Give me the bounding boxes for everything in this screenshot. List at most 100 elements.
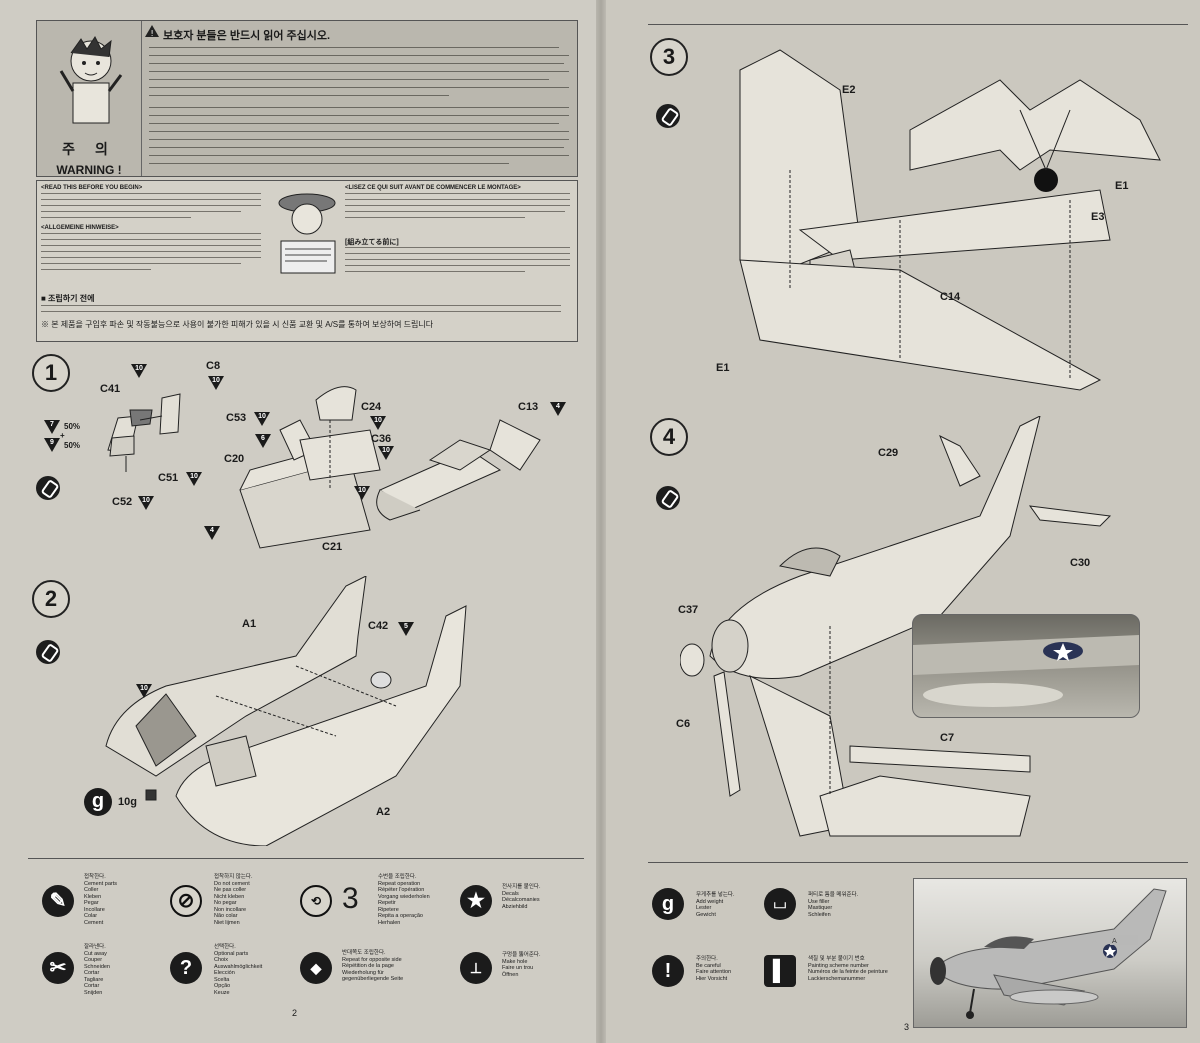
paint-number-badge: 10 <box>131 364 147 378</box>
notice-line <box>41 239 261 240</box>
part-label-c29: C29 <box>878 447 899 459</box>
paint-number: 6 <box>261 435 265 442</box>
caution-icon: ! <box>652 955 684 987</box>
paint-number: 10 <box>140 685 148 692</box>
paint-number-badge: 10 <box>186 472 202 486</box>
mix-ratio-a: 50% <box>64 422 81 431</box>
part-label-c36: C36 <box>371 433 392 445</box>
notice-line <box>41 199 261 200</box>
warning-text-line <box>149 131 569 132</box>
filler-icon: ⌴ <box>764 888 796 920</box>
part-label-a1: A1 <box>242 618 257 630</box>
opposite-side-icon: ◆ <box>300 952 332 984</box>
notice-line <box>41 263 241 264</box>
part-label-c21: C21 <box>322 541 343 553</box>
warning-title: 보호자 분들은 반드시 읽어 주십시오. <box>163 30 331 42</box>
part-label-e2: E2 <box>842 84 856 96</box>
repeat-icon: ⟲ <box>300 885 332 917</box>
part-label-c7: C7 <box>940 732 955 744</box>
cockpit-tub-drawing <box>239 386 541 549</box>
paint-number: 10 <box>374 417 382 424</box>
notice-line <box>41 269 151 270</box>
weight-icon: g <box>84 788 112 816</box>
paint-number-badge: 10 <box>138 496 154 510</box>
paint-number-badge: 4 <box>204 526 220 540</box>
korean-footer: ※ 본 제품을 구입후 파손 및 작동불능으로 사용이 불가한 피해가 있을 시… <box>41 320 434 329</box>
drill-icon: ⊥ <box>460 952 492 984</box>
part-label-c6: C6 <box>676 718 691 730</box>
notice-line <box>41 193 261 194</box>
paint-number-badge: 5 <box>398 622 414 636</box>
weight-value: 10g <box>118 796 137 808</box>
part-label-c53: C53 <box>226 412 247 424</box>
paint-number: 10 <box>358 487 366 494</box>
warning-text-line <box>149 55 569 56</box>
part-label-c41: C41 <box>100 383 121 395</box>
part-label-c51: C51 <box>158 472 179 484</box>
parent-warning-box: 주 의 WARNING ! ! 보호자 분들은 반드시 읽어 주십시오. <box>36 20 578 177</box>
paint-number-badge: 10 <box>378 446 394 460</box>
repeat-number: 3 <box>342 882 359 915</box>
notice-line <box>345 217 525 218</box>
notice-line <box>41 205 261 206</box>
notice-line <box>41 233 261 234</box>
mix-ratio-b: 50% <box>64 441 81 450</box>
cement-icon <box>656 104 680 128</box>
paint-number-badge: 10 <box>370 416 386 430</box>
paint-number: 10 <box>135 365 143 372</box>
detail-photo-wing-tank <box>912 614 1140 718</box>
fuselage-tail-drawing <box>680 416 1112 837</box>
part-label-e1-bottom: E1 <box>716 362 730 374</box>
cement-icon <box>36 476 60 500</box>
warning-text-line <box>149 47 559 48</box>
part-label-c52: C52 <box>112 496 133 508</box>
paint-number-badge: 4 <box>550 402 566 416</box>
allgemeine-heading: <ALLGEMEINE HINWEISE> <box>41 225 119 231</box>
paint-number: 10 <box>212 377 220 384</box>
step-number-4: 4 <box>650 418 688 456</box>
read-before-heading: <READ THIS BEFORE YOU BEGIN> <box>41 185 143 191</box>
part-label-c8: C8 <box>206 360 221 372</box>
notice-line <box>41 257 261 258</box>
warning-text-line <box>149 115 569 116</box>
warning-divider <box>141 21 142 176</box>
part-label-c20: C20 <box>224 453 245 465</box>
notice-line <box>41 305 561 306</box>
notice-line <box>345 271 525 272</box>
legend-divider-right <box>648 862 1188 863</box>
step-number-1: 1 <box>32 354 70 392</box>
part-label-c37: C37 <box>678 604 699 616</box>
warning-label-english: WARNING ! <box>56 163 122 177</box>
lisez-heading: <LISEZ CE QUI SUIT AVANT DE COMMENCER LE… <box>345 185 521 191</box>
notice-line <box>41 251 261 252</box>
warning-text-line <box>149 123 559 124</box>
seat-assembly-drawing <box>107 393 181 472</box>
part-label-c42: C42 <box>368 620 389 632</box>
paint-number: 9 <box>50 439 54 446</box>
part-label-c24: C24 <box>361 401 382 413</box>
cement-icon <box>36 640 60 664</box>
decal-star-icon: ★ <box>460 885 492 917</box>
warning-triangle-icon: ! <box>145 25 159 37</box>
page-gutter <box>596 0 606 1043</box>
weight-icon: g <box>652 888 684 920</box>
svg-text:!: ! <box>151 29 154 37</box>
sabre-jet-photo: A <box>930 888 1167 1019</box>
paint-number: 10 <box>258 413 266 420</box>
warning-text-line <box>149 63 564 64</box>
warning-text-line <box>149 139 569 140</box>
japanese-heading: [組み立てる前に] <box>345 239 399 246</box>
paint-number: 10 <box>190 473 198 480</box>
paint-number: 10 <box>142 497 150 504</box>
fuselage-halves-drawing <box>105 576 467 846</box>
